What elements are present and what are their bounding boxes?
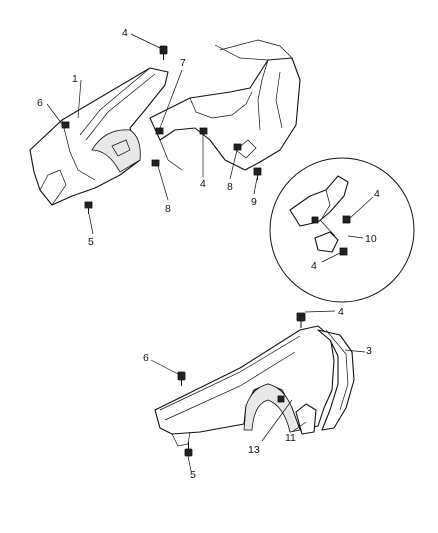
bolt-icon bbox=[296, 312, 306, 328]
callout-7: 7 bbox=[180, 57, 186, 69]
callout-1: 1 bbox=[72, 73, 78, 85]
front-fender bbox=[154, 325, 355, 447]
bolt-icon bbox=[84, 201, 93, 214]
callout-13: 13 bbox=[248, 444, 260, 456]
callout-4: 4 bbox=[338, 306, 344, 318]
bolt-icon bbox=[253, 167, 262, 180]
callout-10: 10 bbox=[365, 233, 377, 245]
leader-lines bbox=[46, 33, 374, 472]
callout-4: 4 bbox=[200, 178, 206, 190]
callout-9: 9 bbox=[251, 196, 257, 208]
callout-5: 5 bbox=[88, 236, 94, 248]
callout-6: 6 bbox=[143, 352, 149, 364]
clip-icon bbox=[233, 143, 242, 151]
callout-4: 4 bbox=[374, 188, 380, 200]
clip-icon bbox=[61, 121, 70, 129]
callout-8: 8 bbox=[165, 203, 171, 215]
bolt-icon bbox=[177, 371, 186, 386]
bolt-icon bbox=[159, 45, 168, 60]
bolt-icon bbox=[184, 442, 193, 457]
detail-circle bbox=[269, 157, 415, 303]
callout-11: 11 bbox=[285, 432, 296, 444]
callout-6: 6 bbox=[37, 97, 43, 109]
clip-icon bbox=[277, 395, 285, 403]
callout-8: 8 bbox=[227, 181, 233, 193]
clip-icon bbox=[155, 127, 164, 135]
inner-fender-shield bbox=[29, 67, 169, 206]
callout-4: 4 bbox=[311, 260, 317, 272]
apron-panel bbox=[149, 39, 301, 171]
callout-5: 5 bbox=[190, 469, 196, 481]
clip-icon bbox=[151, 159, 160, 167]
clip-icon bbox=[199, 127, 208, 135]
callout-4: 4 bbox=[122, 27, 128, 39]
callout-3: 3 bbox=[366, 345, 372, 357]
